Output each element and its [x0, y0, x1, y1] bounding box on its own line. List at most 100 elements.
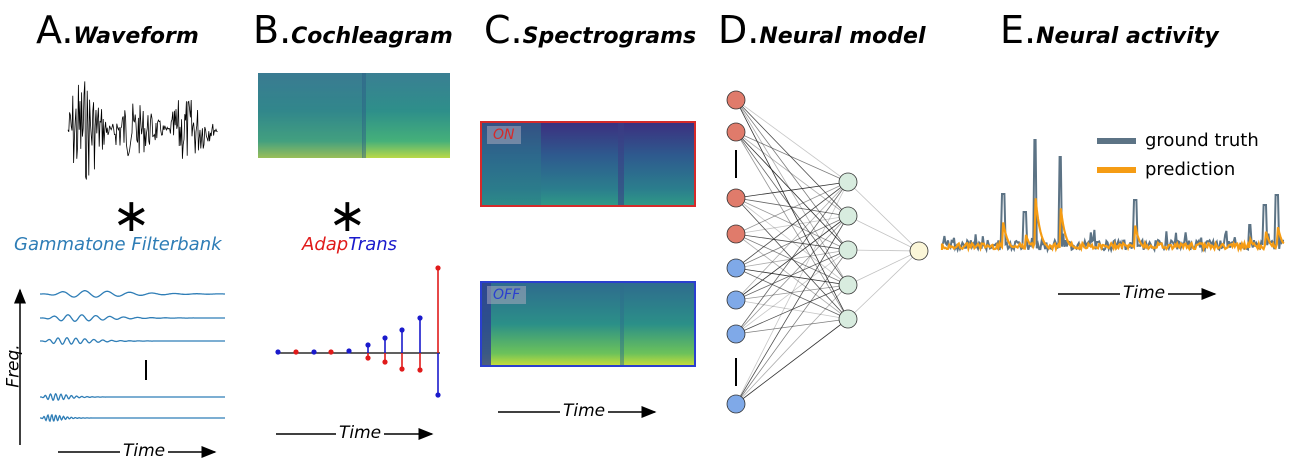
edge-input-3-hidden-2	[735, 197, 849, 217]
kernel-stem-head-4	[328, 349, 334, 355]
panel-a-name: Waveform	[73, 24, 199, 49]
gammatone-filters	[40, 290, 225, 423]
panel-c-letter: C.	[484, 8, 523, 52]
kernel-stem-head-9	[382, 335, 388, 341]
hidden-node-4	[838, 275, 858, 295]
input-node-2	[726, 122, 746, 142]
legend-prediction-label: prediction	[1145, 159, 1236, 180]
kernel-stem-head-10	[399, 366, 405, 372]
edge-input-3-hidden-1	[735, 181, 849, 199]
kernel-stem-head-13	[417, 315, 423, 321]
panel-d-name: Neural model	[759, 24, 926, 49]
panel-e-name: Neural activity	[1036, 24, 1219, 49]
edge-input-1-hidden-1	[735, 99, 849, 183]
kernel-stem-head-5	[346, 348, 352, 354]
edge-input-2-hidden-3	[735, 131, 849, 251]
edge-input-3-hidden-4	[735, 197, 849, 286]
gammatone-filter-1	[40, 290, 225, 298]
hidden-node-2	[838, 206, 858, 226]
kernel-stem-head-8	[382, 359, 388, 365]
panel-c-name: Spectrograms	[522, 24, 697, 49]
panel-b-title: B.Cochleagram	[253, 8, 453, 52]
panel-a-letter: A.	[36, 8, 74, 52]
edge-hidden-1-output	[847, 181, 920, 252]
gammatone-filter-2	[40, 314, 225, 322]
edge-input-8-hidden-4	[735, 284, 849, 405]
adaptrans-label: AdapTrans	[302, 234, 397, 255]
adaptrans-kernel	[275, 265, 441, 398]
kernel-stem-head-1	[275, 349, 281, 355]
adap-label: Adap	[302, 234, 349, 255]
kernel-stem-head-14	[435, 265, 441, 271]
panel-d-letter: D.	[718, 8, 760, 52]
edge-input-6-hidden-1	[735, 181, 849, 301]
gammatone-filter-3	[40, 336, 225, 345]
network-nodes	[726, 90, 929, 414]
edge-input-2-hidden-4	[735, 131, 849, 286]
kernel-stem-head-3	[311, 349, 317, 355]
edge-hidden-3-output	[847, 249, 920, 252]
time-axis-label-a: Time	[120, 441, 169, 461]
hidden-node-5	[838, 309, 858, 329]
edge-input-8-hidden-1	[735, 181, 849, 405]
edge-input-6-hidden-3	[735, 249, 849, 301]
panel-e-letter: E.	[1000, 8, 1037, 52]
gammatone-filter-4	[40, 392, 225, 402]
kernel-stem-head-11	[399, 327, 405, 333]
input-node-1	[726, 90, 746, 110]
panel-c-title: C.Spectrograms	[484, 8, 696, 52]
input-node-8	[726, 394, 746, 414]
panel-a-title: A.Waveform	[36, 8, 199, 52]
gammatone-filter-5	[40, 413, 225, 423]
time-axis-label-e: Time	[1120, 283, 1169, 303]
input-node-7	[726, 324, 746, 344]
legend-ground-truth-label: ground truth	[1145, 130, 1259, 151]
waveform-plot	[67, 81, 218, 180]
edge-input-8-hidden-2	[735, 215, 849, 405]
trans-label: Trans	[348, 234, 398, 255]
hidden-node-1	[838, 172, 858, 192]
edge-input-5-hidden-5	[735, 267, 849, 320]
edge-hidden-4-output	[847, 250, 920, 286]
ground-truth-trace	[941, 139, 1284, 254]
edge-input-5-hidden-4	[735, 267, 849, 286]
on-channel-tag: ON	[487, 126, 521, 144]
output-node	[909, 241, 929, 261]
input-node-5	[726, 258, 746, 278]
network-edges	[735, 99, 920, 405]
edge-input-7-hidden-3	[735, 249, 849, 335]
prediction-trace	[940, 198, 1285, 253]
edge-hidden-2-output	[847, 215, 920, 252]
edge-input-1-hidden-2	[735, 99, 849, 217]
panel-e-title: E.Neural activity	[1000, 8, 1219, 52]
edge-input-4-hidden-4	[735, 233, 849, 286]
kernel-stem-head-2	[293, 349, 299, 355]
hidden-node-3	[838, 240, 858, 260]
edge-input-1-hidden-5	[735, 99, 849, 320]
edge-input-3-hidden-3	[735, 197, 849, 251]
kernel-stem-head-7	[365, 342, 371, 348]
edge-input-5-hidden-2	[735, 215, 849, 269]
time-axis-label-c: Time	[560, 401, 609, 421]
edge-input-8-hidden-3	[735, 249, 849, 405]
edge-input-1-hidden-3	[735, 99, 849, 251]
edge-hidden-5-output	[847, 250, 920, 320]
panel-b-letter: B.	[253, 8, 292, 52]
input-node-6	[726, 290, 746, 310]
convolution-symbol-a: ∗	[112, 188, 151, 242]
edge-input-4-hidden-1	[735, 181, 849, 235]
waveform-trace	[67, 81, 218, 180]
time-axis-label-b: Time	[336, 423, 385, 443]
kernel-stem-head-12	[417, 367, 423, 373]
kernel-stem-head-15	[435, 392, 441, 398]
edge-input-1-hidden-4	[735, 99, 849, 286]
edge-input-2-hidden-2	[735, 131, 849, 217]
panel-b-name: Cochleagram	[291, 24, 453, 49]
off-channel-tag: OFF	[487, 286, 527, 304]
edge-input-5-hidden-1	[735, 181, 849, 269]
input-node-3	[726, 188, 746, 208]
kernel-stem-head-6	[365, 355, 371, 361]
edge-input-2-hidden-1	[735, 131, 849, 183]
convolution-symbol-b: ∗	[328, 188, 367, 242]
